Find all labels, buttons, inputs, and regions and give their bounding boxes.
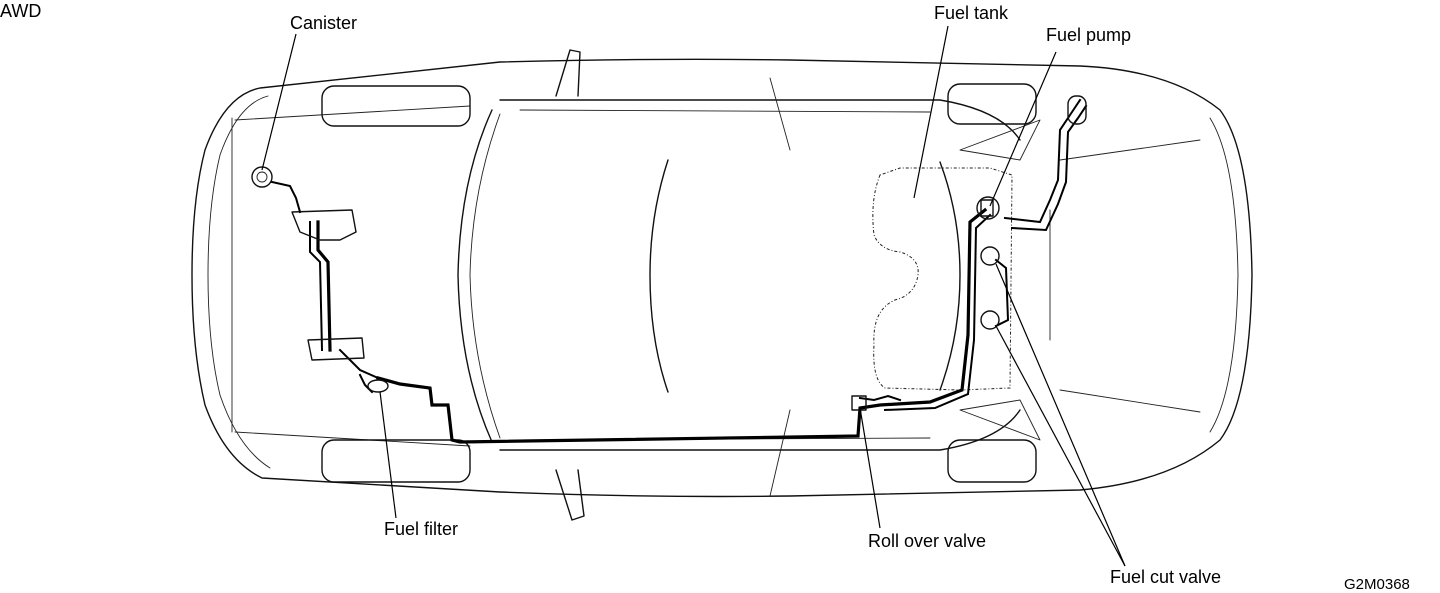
- fuel-lines: [270, 98, 1088, 444]
- rear-filler-neck: [1067, 95, 1087, 125]
- leader-lines: [261, 25, 1126, 567]
- roll-over-valve-label: Roll over valve: [868, 531, 987, 551]
- fuel-pump-label: Fuel pump: [1046, 25, 1132, 45]
- variant-label: AWD: [0, 1, 42, 21]
- canister-component: [251, 166, 273, 188]
- fuel-filter-component: [367, 379, 389, 393]
- canister-label: Canister: [290, 13, 358, 33]
- fuel-pump-component: [976, 196, 1000, 220]
- figure-code: G2M0368: [1344, 576, 1410, 593]
- fuel-tank-outline: [872, 167, 1013, 391]
- fuel-filter-label: Fuel filter: [384, 519, 459, 539]
- car-body: [191, 49, 1253, 521]
- fuel-cut-valve-label: Fuel cut valve: [1110, 567, 1222, 587]
- fuel-cut-valve-components: [980, 246, 1000, 330]
- fuel-tank-label: Fuel tank: [934, 3, 1009, 23]
- roll-over-valve-component: [851, 395, 867, 411]
